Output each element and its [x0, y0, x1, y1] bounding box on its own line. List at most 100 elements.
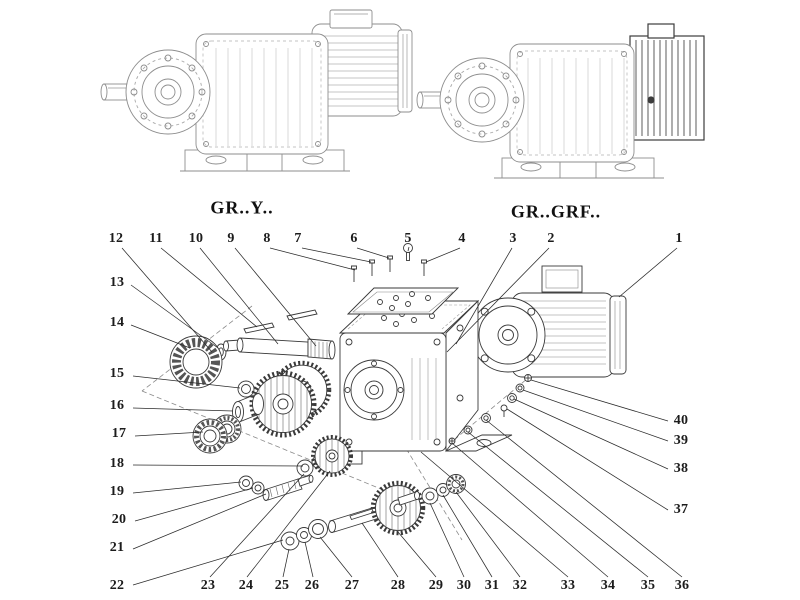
output-ring-e	[436, 483, 450, 497]
leader-21	[132, 493, 267, 550]
callout-27: 27	[344, 578, 360, 593]
callout-31: 31	[484, 578, 500, 593]
callout-13: 13	[109, 275, 125, 290]
leader-39	[522, 389, 669, 442]
output-bearing	[446, 474, 466, 494]
callout-12: 12	[108, 231, 124, 246]
grf-cover-block	[629, 23, 705, 141]
callout-30: 30	[456, 578, 472, 593]
leader-4	[425, 247, 461, 263]
assembled-view-gr-grf	[416, 23, 705, 179]
leader-13	[130, 284, 219, 349]
callout-38: 38	[673, 461, 689, 476]
output-ring-c	[308, 519, 328, 539]
callout-20: 20	[111, 512, 127, 527]
leader-37	[506, 408, 669, 511]
callout-6: 6	[350, 231, 358, 246]
pinion-shaft	[262, 474, 314, 501]
leader-40	[530, 379, 669, 422]
callout-5: 5	[404, 231, 412, 246]
leader-28	[361, 522, 399, 578]
cover-plate	[346, 287, 460, 315]
spacer-ring	[237, 380, 255, 398]
input-shaft-assembly	[204, 309, 336, 363]
leader-26	[304, 541, 314, 578]
leader-14	[130, 324, 191, 349]
bearing-ring-large	[169, 335, 223, 389]
leader-35	[467, 431, 649, 578]
cover-bolts	[351, 243, 427, 282]
callout-8: 8	[263, 231, 271, 246]
leader-25	[282, 548, 290, 578]
leader-36	[485, 419, 683, 578]
gear-large-front	[249, 370, 317, 438]
output-ring-d	[421, 487, 439, 505]
leader-24	[246, 470, 331, 578]
label-gr-grf: GR..GRF..	[510, 201, 602, 222]
leader-2	[446, 247, 550, 353]
callout-14: 14	[109, 315, 125, 330]
leader-18	[132, 464, 304, 467]
callout-33: 33	[560, 578, 576, 593]
motor-top-left-view	[311, 9, 413, 117]
leader-22	[132, 539, 284, 586]
callout-1: 1	[675, 231, 683, 246]
callout-9: 9	[227, 231, 235, 246]
leader-9	[234, 247, 317, 347]
leader-32	[455, 491, 521, 578]
leader-1	[618, 247, 678, 298]
callout-22: 22	[109, 578, 125, 593]
leader-lines	[121, 246, 683, 586]
washer-small-b	[251, 481, 265, 495]
callout-26: 26	[304, 578, 320, 593]
callout-17: 17	[111, 426, 127, 441]
leader-27	[319, 536, 353, 578]
callout-2: 2	[547, 231, 555, 246]
callout-28: 28	[390, 578, 406, 593]
leader-31	[442, 494, 493, 578]
callout-4: 4	[458, 231, 466, 246]
callout-15: 15	[109, 366, 125, 381]
callout-3: 3	[509, 231, 517, 246]
leader-30	[429, 502, 465, 578]
leader-11	[160, 247, 258, 328]
callout-7: 7	[294, 231, 302, 246]
assembled-view-gr-y	[100, 9, 413, 172]
callout-25: 25	[274, 578, 290, 593]
callout-29: 29	[428, 578, 444, 593]
callout-11: 11	[149, 231, 163, 246]
leader-3	[455, 247, 513, 345]
callout-34: 34	[600, 578, 616, 593]
gear-intermediate	[311, 435, 353, 477]
gear-output	[370, 480, 426, 536]
retaining-ring-a	[296, 459, 314, 477]
leader-5	[407, 246, 410, 252]
leader-12	[121, 247, 213, 353]
callout-10: 10	[188, 231, 204, 246]
ball-bearing-front	[192, 418, 228, 454]
leader-15	[132, 375, 241, 389]
leader-6	[356, 247, 390, 259]
leader-20	[134, 487, 254, 522]
callout-36: 36	[674, 578, 690, 593]
callout-35: 35	[640, 578, 656, 593]
callout-21: 21	[109, 540, 125, 555]
leader-16	[132, 407, 234, 412]
leader-7	[301, 247, 372, 263]
flange-hardware	[448, 374, 532, 445]
output-shaft-stub	[397, 491, 420, 506]
washer-small-a	[238, 475, 254, 491]
callout-23: 23	[200, 578, 216, 593]
motor	[465, 265, 627, 378]
leader-23	[209, 473, 305, 578]
leader-10	[199, 247, 279, 345]
callout-39: 39	[673, 433, 689, 448]
callout-40: 40	[673, 413, 689, 428]
callout-32: 32	[512, 578, 528, 593]
callout-19: 19	[109, 484, 125, 499]
exploded-view	[141, 243, 627, 551]
leader-8	[269, 247, 356, 271]
callout-16: 16	[109, 398, 125, 413]
